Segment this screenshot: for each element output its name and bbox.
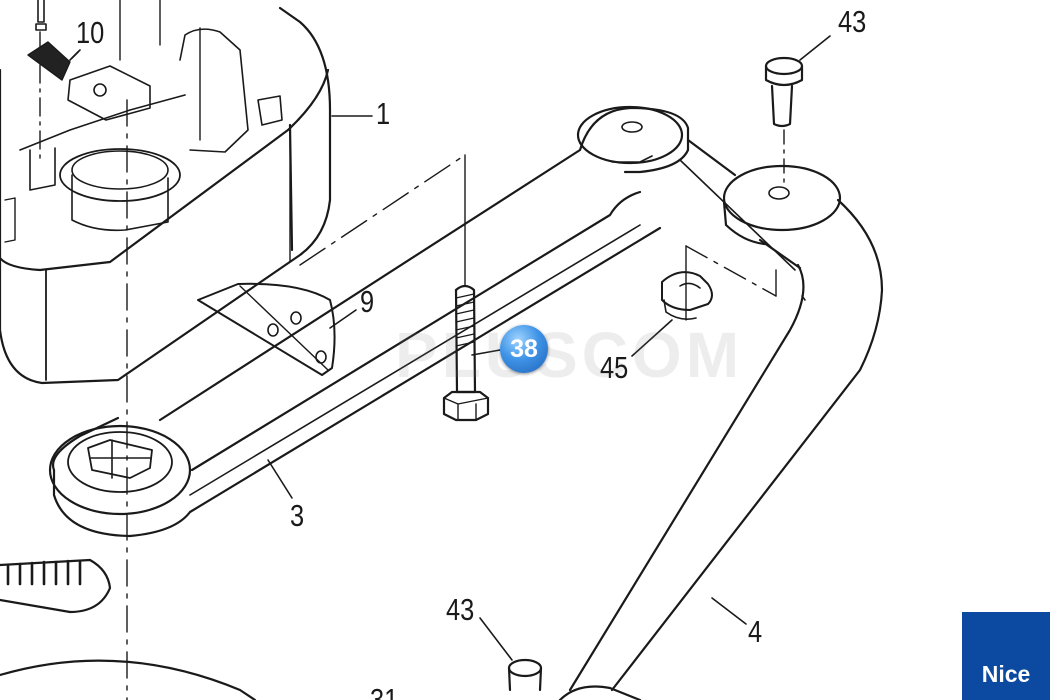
small-screw	[35, 0, 47, 161]
second-arm	[558, 138, 884, 700]
clip-part	[27, 41, 79, 81]
pin-bottom	[507, 658, 543, 692]
part-38-hotspot-button[interactable]: 38	[500, 325, 548, 373]
label-part-9: 9	[360, 284, 375, 319]
gear-segment	[0, 558, 112, 614]
brand-logo: Nice	[962, 612, 1050, 700]
label-part-4: 4	[748, 614, 763, 649]
label-part-31: 31	[370, 682, 399, 700]
axis-lines	[126, 99, 777, 700]
label-part-43-bottom: 43	[446, 592, 475, 627]
leader-lines	[71, 35, 831, 661]
label-part-45: 45	[600, 350, 629, 385]
motor-housing	[0, 0, 332, 385]
label-part-1: 1	[376, 96, 391, 131]
bracket-plate	[197, 282, 336, 376]
label-part-10: 10	[76, 15, 105, 50]
pin-top	[764, 56, 804, 187]
long-bolt	[442, 284, 490, 422]
label-part-3: 3	[290, 498, 305, 533]
clip-45	[661, 271, 713, 320]
main-arm	[48, 105, 690, 538]
label-part-43-top: 43	[838, 4, 867, 39]
